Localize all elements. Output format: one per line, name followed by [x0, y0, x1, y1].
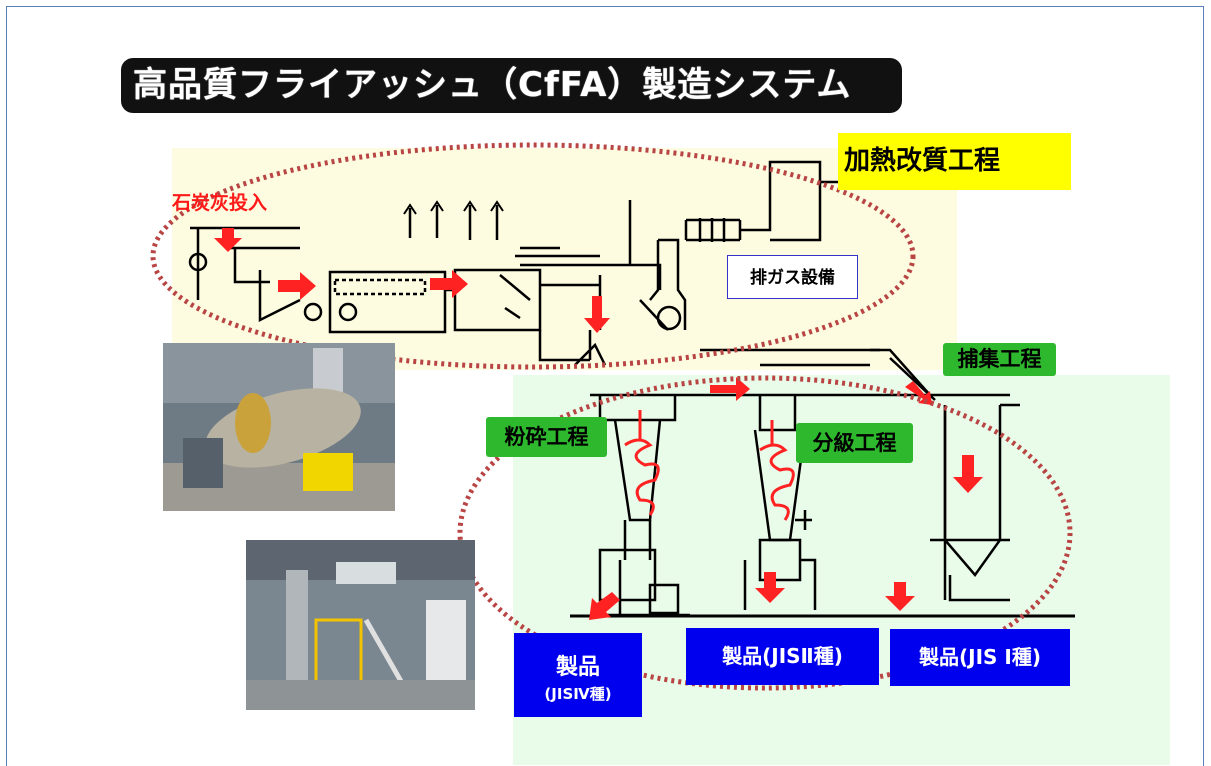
product-jis4-box: 製品 (JISⅣ種): [514, 633, 642, 717]
product-jis4-grade: (JISⅣ種): [544, 685, 612, 703]
exhaust-gas-label: 排ガス設備: [727, 255, 858, 299]
plant-photo: [246, 540, 475, 710]
collection-process-label: 捕集工程: [943, 343, 1056, 376]
product-jis4-label: 製品: [555, 655, 600, 680]
kiln-photo: [163, 343, 395, 511]
product-jis2-label: 製品(JISⅡ種): [686, 628, 879, 685]
page-title: 高品質フライアッシュ（CfFA）製造システム: [121, 58, 902, 113]
coal-ash-input-label: 石炭灰投入: [172, 192, 268, 214]
heating-process-label: 加熱改質工程: [838, 133, 1071, 190]
product-jis1-label: 製品(JIS Ⅰ種): [890, 629, 1070, 686]
grinding-process-label: 粉砕工程: [486, 417, 607, 457]
classification-process-label: 分級工程: [796, 423, 913, 463]
slide-frame: [6, 6, 1204, 766]
